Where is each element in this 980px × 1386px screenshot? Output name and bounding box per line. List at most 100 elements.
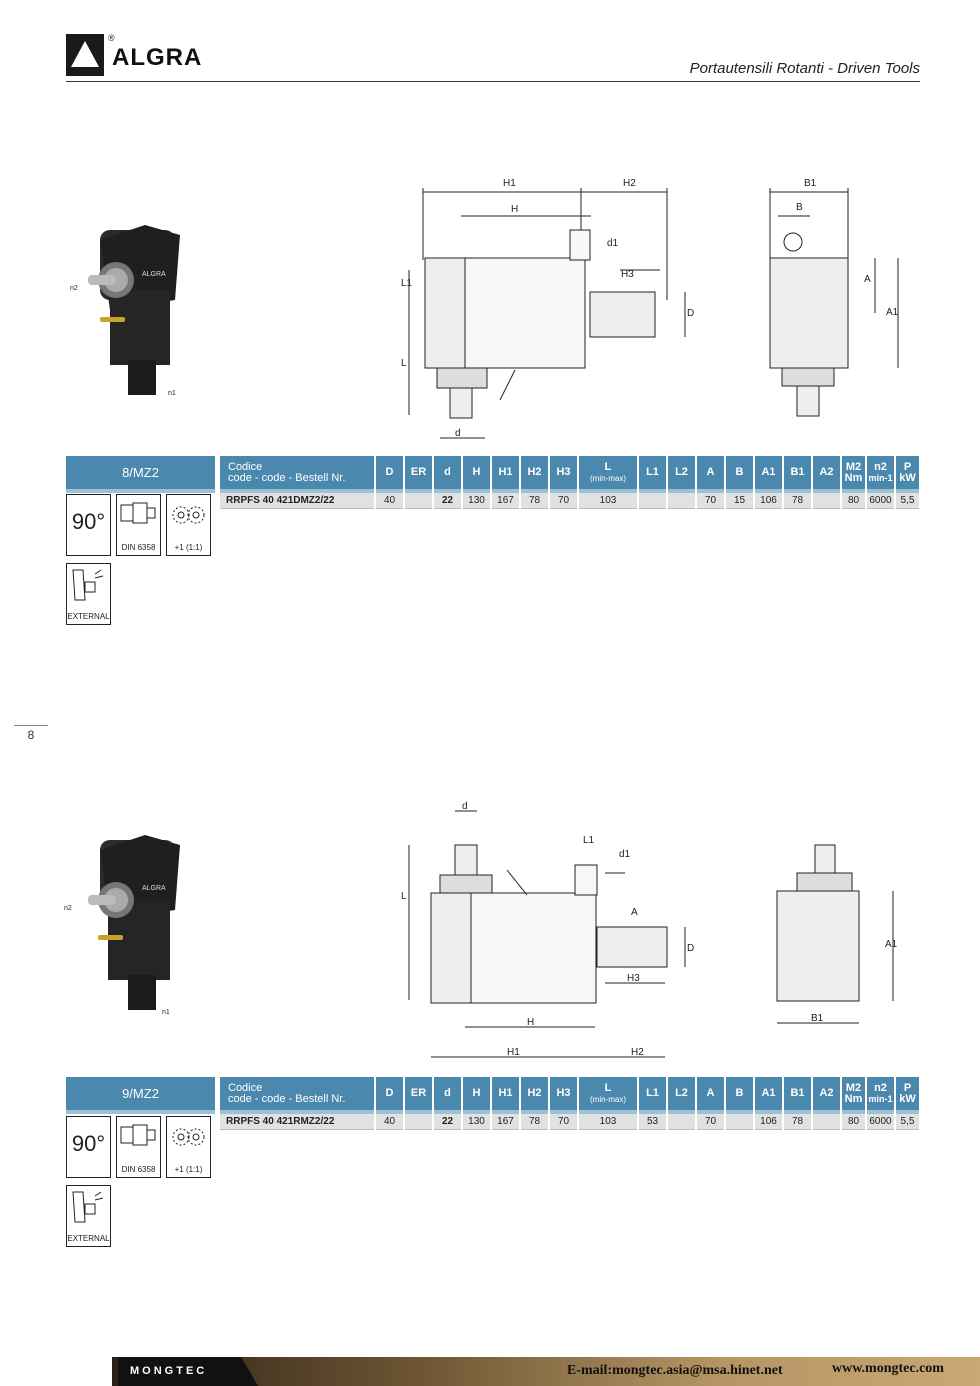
gear-ratio-badge: +1 (1:1) <box>166 1116 211 1178</box>
cell-H1: 167 <box>492 493 519 509</box>
cell-A: 70 <box>697 493 724 509</box>
cell-A1: 106 <box>755 493 782 509</box>
col-H: H <box>463 456 490 493</box>
dim-label-d1: d1 <box>607 238 619 249</box>
col-L1: L1 <box>639 456 666 493</box>
section-underline <box>66 489 215 493</box>
photo-brand-text: ALGRA <box>142 271 166 278</box>
col-L: L(min-max) <box>579 1077 637 1114</box>
external-coolant-badge: EXTERNAL <box>66 563 111 625</box>
cell-P: 5,5 <box>896 493 919 509</box>
dim-label-H1: H1 <box>507 1047 520 1058</box>
dim-label-H3: H3 <box>621 269 634 280</box>
din-shank-icon <box>120 1124 156 1146</box>
col-H2: H2 <box>521 456 548 493</box>
col-ER: ER <box>405 456 432 493</box>
cell-H2: 78 <box>521 493 548 509</box>
dim-label-H: H <box>527 1017 534 1028</box>
angle-text: 90° <box>71 1131 106 1156</box>
cell-H: 130 <box>463 1114 490 1130</box>
cell-d: 22 <box>434 1114 461 1130</box>
cell-L1 <box>639 493 666 509</box>
cell-H2: 78 <box>521 1114 548 1130</box>
dim-label-L1: L1 <box>583 835 595 846</box>
product-photo-9mz2: ALGRA n2 n1 <box>64 835 180 1016</box>
cell-L: 103 <box>579 493 637 509</box>
footer-website[interactable]: www.mongtec.com <box>832 1361 944 1376</box>
gears-icon <box>172 506 205 524</box>
ratio-caption: +1 (1:1) <box>174 1165 203 1174</box>
din-6358-badge: DIN 6358 <box>116 1116 161 1178</box>
section-label-8mz2: 8/MZ2 <box>66 456 215 489</box>
col-d: d <box>434 1077 461 1114</box>
table-row: RRPFS 40 421DMZ2/22 40 22 130 167 78 70 … <box>220 493 919 509</box>
cell-A1: 106 <box>755 1114 782 1130</box>
footer-email[interactable]: E-mail:mongtec.asia@msa.hinet.net <box>567 1363 783 1378</box>
cell-H1: 167 <box>492 1114 519 1130</box>
dim-label-L: L <box>401 358 407 369</box>
col-D: D <box>376 456 403 493</box>
footer-logo-text: MONGTEC <box>130 1365 208 1377</box>
photo-n2-label: n2 <box>70 285 78 292</box>
din-caption: DIN 6358 <box>121 1165 156 1174</box>
photo-n2-label: n2 <box>64 905 72 912</box>
dim-label-d: d <box>455 428 461 439</box>
din-shank-icon <box>120 502 156 524</box>
dim-label-A: A <box>631 907 638 918</box>
cell-A: 70 <box>697 1114 724 1130</box>
section-underline <box>66 1110 215 1114</box>
coolant-caption: EXTERNAL <box>67 1234 110 1243</box>
col-A1: A1 <box>755 456 782 493</box>
cell-D: 40 <box>376 1114 403 1130</box>
cell-d: 22 <box>434 493 461 509</box>
cell-L1: 53 <box>639 1114 666 1130</box>
cell-B: 15 <box>726 493 753 509</box>
algra-logo-mark <box>66 34 104 76</box>
col-ER: ER <box>405 1077 432 1114</box>
photo-brand-text: ALGRA <box>142 885 166 892</box>
cell-ER <box>405 1114 432 1130</box>
col-H2: H2 <box>521 1077 548 1114</box>
cell-M2: 80 <box>842 1114 865 1130</box>
col-A: A <box>697 456 724 493</box>
col-B: B <box>726 1077 753 1114</box>
col-B1: B1 <box>784 1077 811 1114</box>
technical-drawing-side-8mz2: H1 H2 H d1 H3 L1 L D d <box>401 178 694 439</box>
technical-drawing-front-9mz2: A1 B1 <box>776 844 898 1024</box>
dim-label-D: D <box>687 308 694 319</box>
col-A2: A2 <box>813 456 840 493</box>
cell-H3: 70 <box>550 1114 577 1130</box>
din-6358-badge: DIN 6358 <box>116 494 161 556</box>
cell-B1: 78 <box>784 1114 811 1130</box>
coolant-caption: EXTERNAL <box>67 612 110 621</box>
cell-L: 103 <box>579 1114 637 1130</box>
dim-label-H2: H2 <box>623 178 636 189</box>
dim-label-H2: H2 <box>631 1047 644 1058</box>
col-H3: H3 <box>550 456 577 493</box>
col-A2: A2 <box>813 1077 840 1114</box>
col-L: L(min-max) <box>579 456 637 493</box>
dim-label-D: D <box>687 943 694 954</box>
external-coolant-icon <box>72 1191 104 1223</box>
col-H3: H3 <box>550 1077 577 1114</box>
col-L2: L2 <box>668 456 695 493</box>
dim-label-A1: A1 <box>886 307 899 318</box>
angle-90-badge: 90° <box>66 494 111 556</box>
angle-text: 90° <box>71 509 106 534</box>
angle-90-badge: 90° <box>66 1116 111 1178</box>
cell-ER <box>405 493 432 509</box>
technical-drawing-front-8mz2: B1 B A A1 <box>769 178 899 417</box>
dim-label-H3: H3 <box>627 973 640 984</box>
footer-bar <box>112 1357 980 1386</box>
cell-A2 <box>813 1114 840 1130</box>
col-H1: H1 <box>492 1077 519 1114</box>
dim-label-A: A <box>864 274 871 285</box>
col-H1: H1 <box>492 456 519 493</box>
dim-label-d1: d1 <box>619 849 631 860</box>
